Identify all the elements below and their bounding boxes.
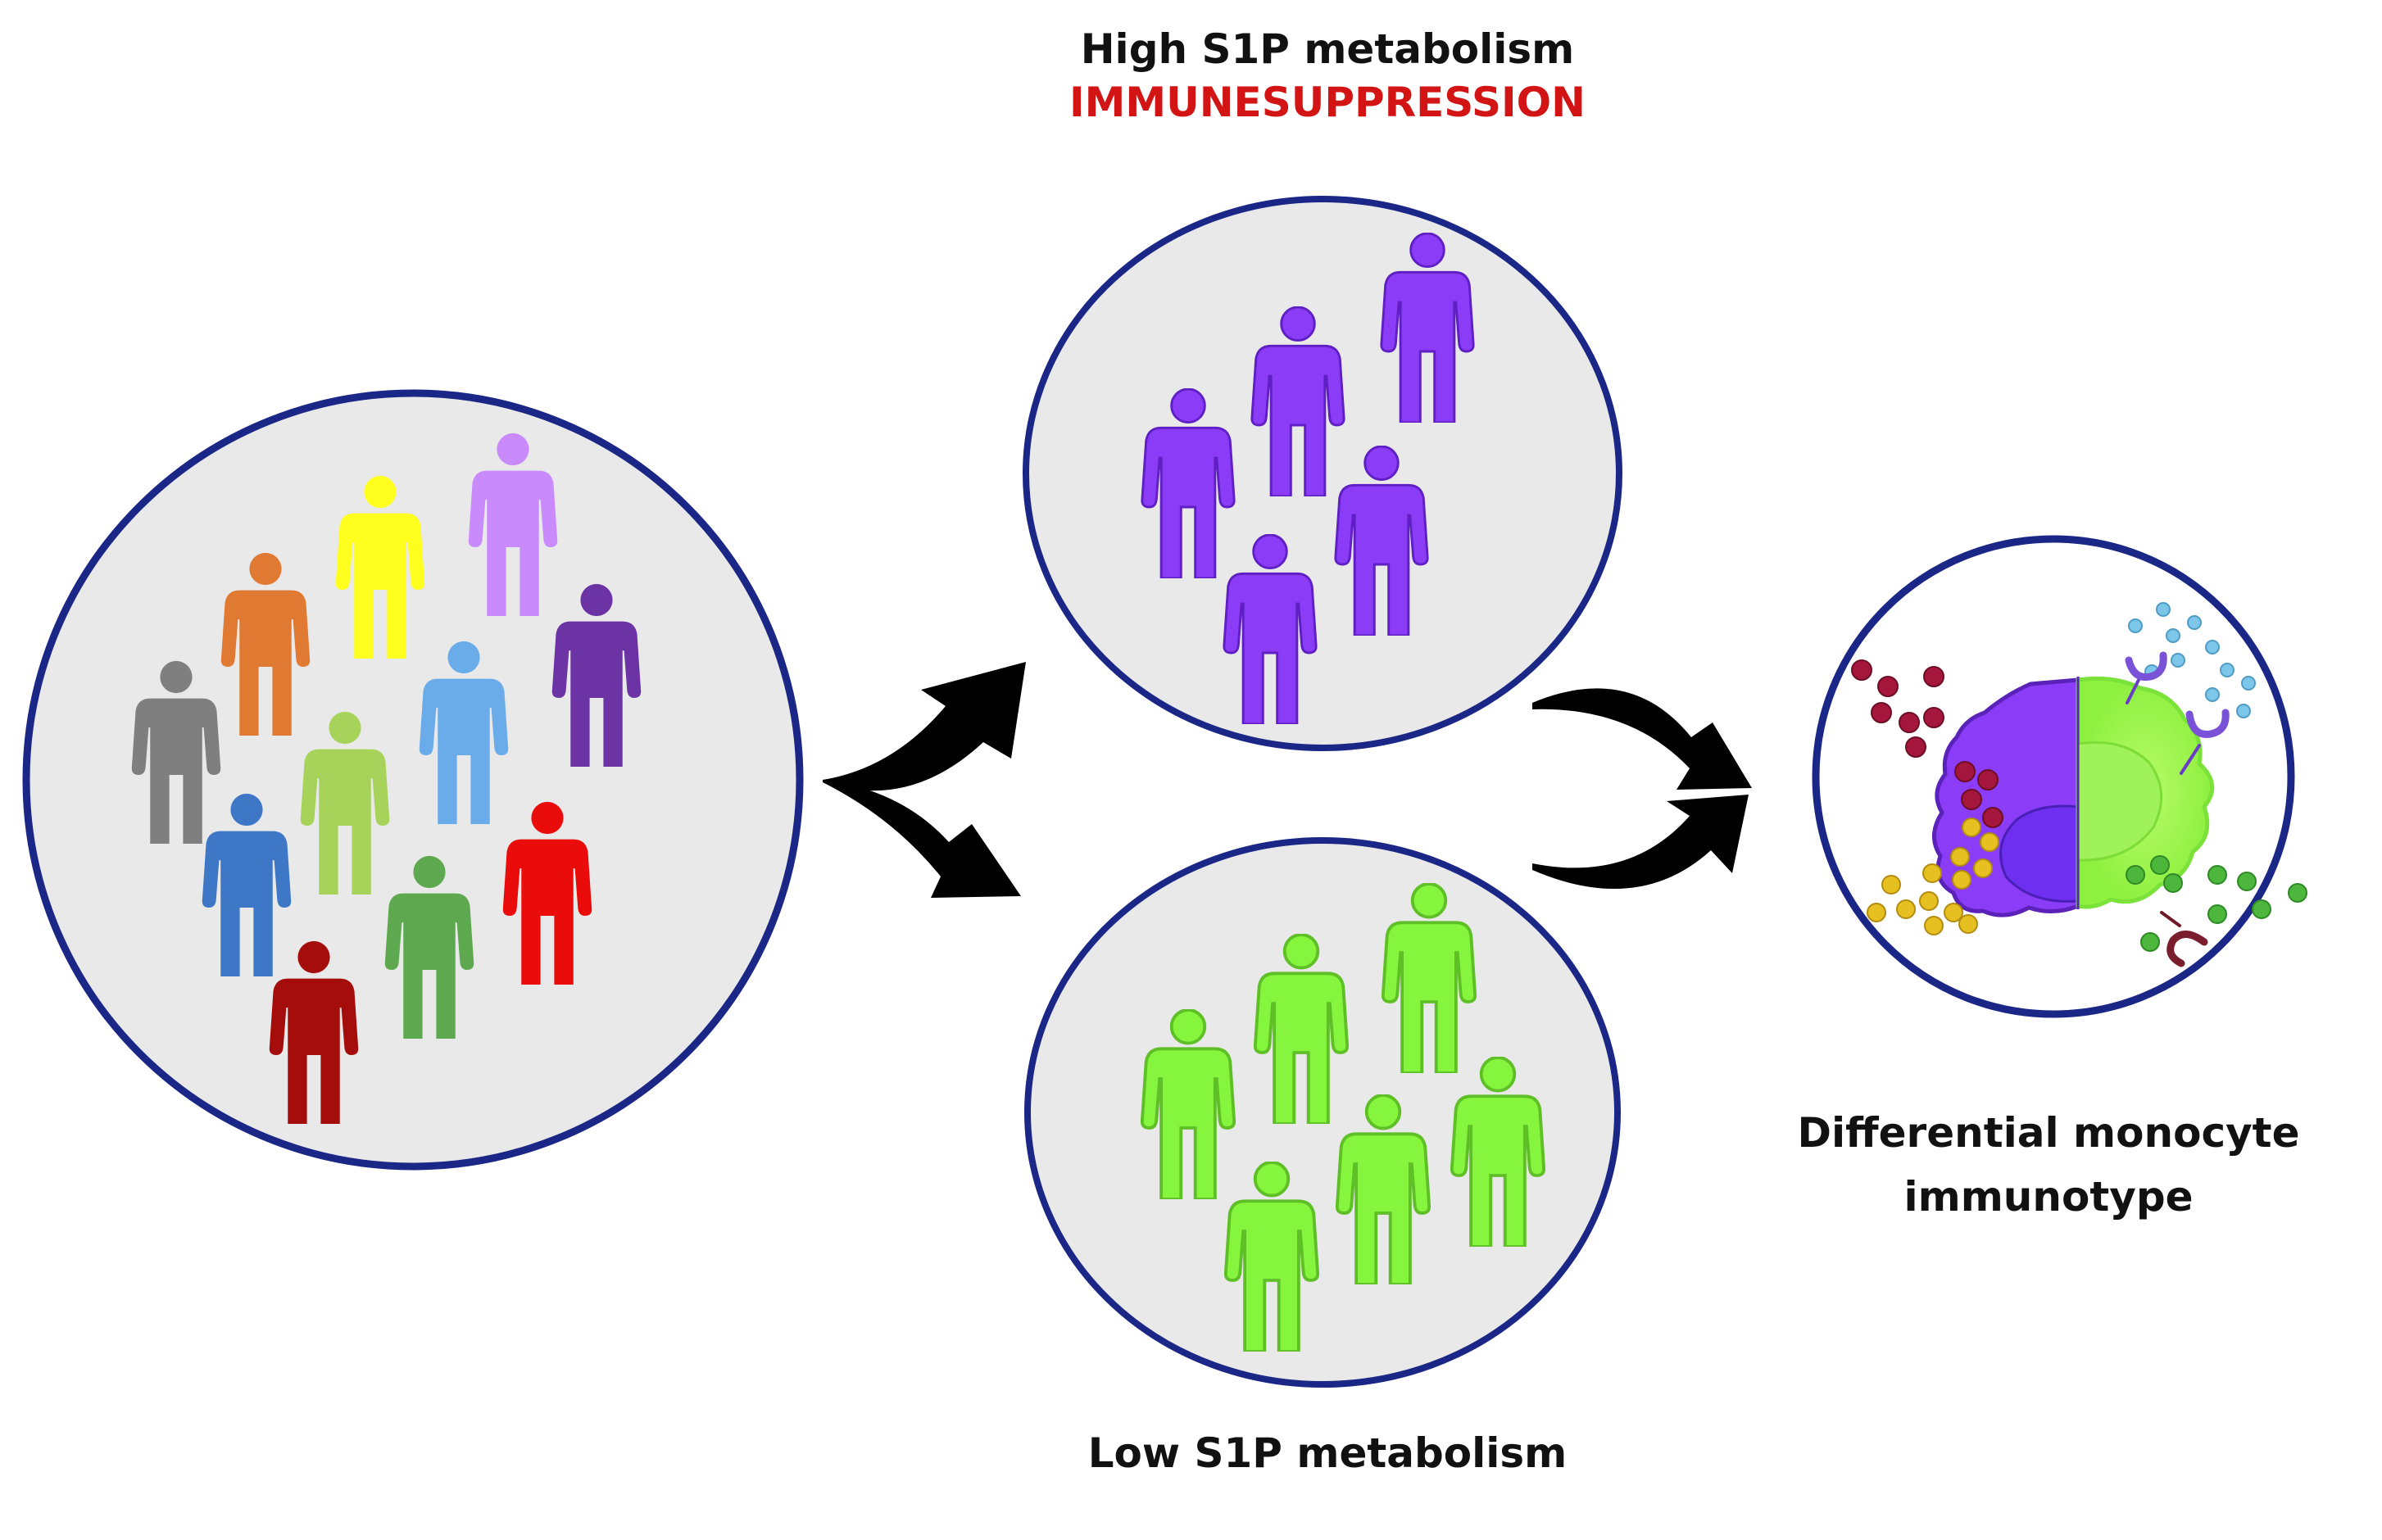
receptor-icons	[2125, 651, 2230, 967]
curved-arrow-icon	[1532, 688, 1752, 890]
population-circle	[22, 389, 804, 1171]
immunesuppression-label: IMMUNESUPPRESSION	[1068, 79, 1586, 126]
yellow-cytokines	[1867, 818, 1999, 935]
monocyte-cell-icon	[1932, 676, 2215, 917]
high-s1p-title: High S1P metabolism	[1080, 25, 1575, 73]
blue-cytokines	[2128, 602, 2256, 718]
curved-arrow-icon	[823, 662, 1026, 898]
high-s1p-label: High S1P metabolism IMMUNESUPPRESSION	[1008, 23, 1647, 129]
low-s1p-label: Low S1P metabolism	[1008, 1427, 1647, 1480]
monocyte-label-line2: immunotype	[1903, 1172, 2194, 1221]
monocyte-label-line1: Differential monocyte	[1797, 1109, 2300, 1157]
red-cytokines	[1851, 659, 2003, 828]
monocyte-immunotype-label: Differential monocyte immunotype	[1729, 1102, 2368, 1229]
low-s1p-title: Low S1P metabolism	[1087, 1429, 1568, 1477]
green-cytokines	[2126, 855, 2307, 952]
